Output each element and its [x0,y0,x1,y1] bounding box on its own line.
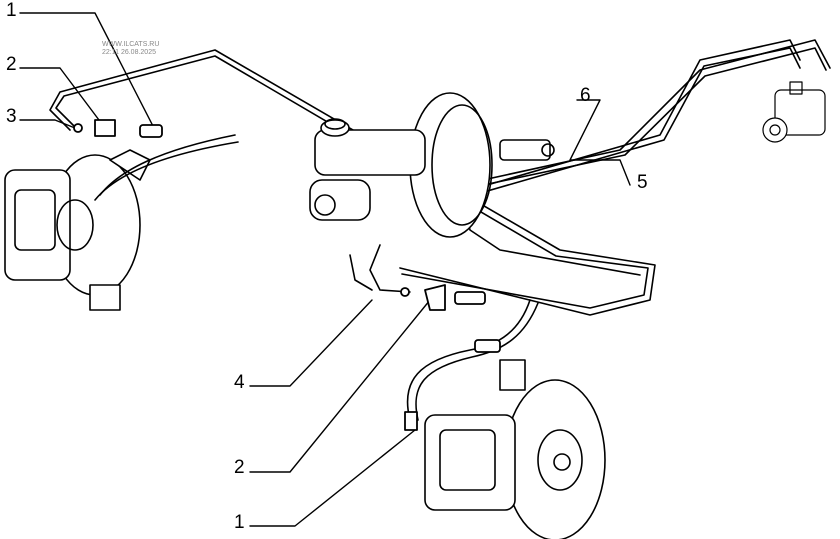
brake-pipes [49,39,831,316]
callout-2-top: 2 [6,54,17,75]
brake-booster [309,92,555,238]
callout-6: 6 [580,85,591,106]
callout-5: 5 [637,172,648,193]
brake-pressure-regulator [762,81,826,143]
watermark-timestamp: 22:11 26.08.2025 [102,49,156,56]
watermark: WWW.ILCATS.RU 22:11 26.08.2025 [102,41,159,57]
callout-3: 3 [6,106,17,127]
flexible-hoses [73,119,501,431]
callout-1-top: 1 [6,0,17,21]
leader-lines [19,12,631,527]
callout-2-bottom: 2 [234,457,245,478]
callout-4: 4 [234,372,245,393]
front-right-caliper [406,299,606,539]
watermark-site: WWW.ILCATS.RU [102,41,160,48]
callout-1-bottom: 1 [234,512,245,533]
front-left-caliper [4,134,239,311]
